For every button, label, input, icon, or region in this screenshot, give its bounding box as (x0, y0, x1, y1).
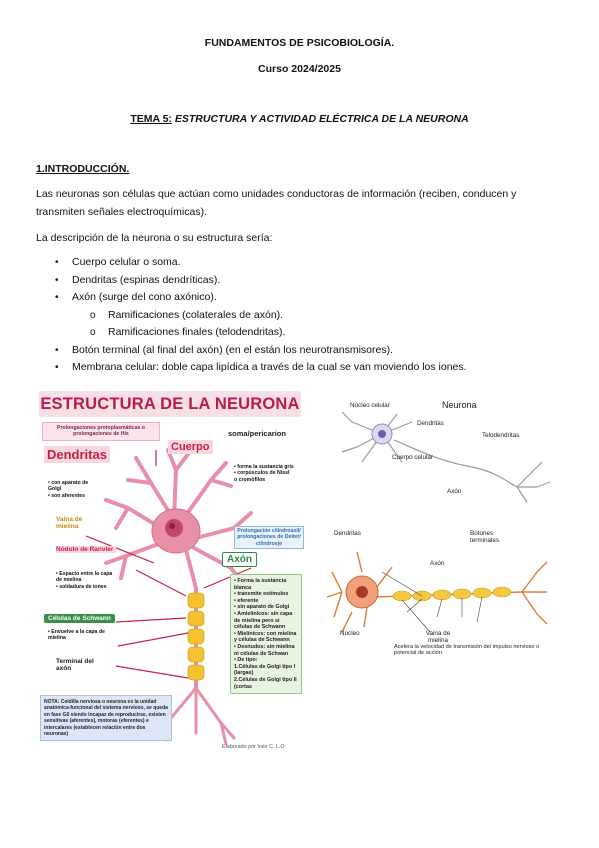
bullet-marker: • (55, 274, 59, 286)
axon-label: Axón (222, 552, 257, 567)
diag1-title: Neurona (442, 400, 477, 410)
infographic-banner: ESTRUCTURA DE LA NEURONA (39, 391, 301, 417)
diag1-nucleo-label: Núcleo celular (350, 402, 390, 409)
structure-paragraph: La descripción de la neurona o su estruc… (36, 232, 273, 244)
note-box: NOTA: Celdilla nerviosa o neurona es la … (40, 695, 172, 742)
cuerpo-label: Cuerpo (168, 440, 213, 454)
terminal-label: Terminal del axón (56, 658, 94, 672)
bullet-marker: • (55, 257, 59, 268)
soma-notes: • forma la sustancia gris • corpúsculos … (234, 464, 294, 483)
nodulo-label: Nódulo de Ranvier (56, 546, 116, 553)
diag1-axon-label: Axón (447, 488, 462, 495)
cylindroaxil-box: Prolongación cilindroaxil/ prolongacione… (234, 526, 304, 550)
diag1-cuerpo-label: Cuerpo celular (392, 454, 433, 461)
section-heading: 1.INTRODUCCIÓN. (36, 163, 130, 175)
bullet-text: Botón terminal (al final del axón) (en e… (72, 343, 393, 356)
topic-heading: TEMA 5: ESTRUCTURA Y ACTIVIDAD ELÉCTRICA… (0, 113, 599, 125)
course-year: Curso 2024/2025 (258, 63, 341, 75)
topic-prefix: TEMA 5: (130, 113, 172, 125)
topic-title: ESTRUCTURA Y ACTIVIDAD ELÉCTRICA DE LA N… (171, 113, 469, 125)
diag1-telodendritas-label: Telodendritas (482, 432, 520, 439)
bullet-text: Cuerpo celular o soma. (72, 256, 181, 268)
diag2-axon-label: Axón (430, 560, 445, 567)
bullet-text: Ramificaciones finales (telodendritas). (108, 326, 286, 338)
dendritas-notes: • con aparato de Golgi • son aferentes (48, 480, 89, 499)
bullet-marker: o (90, 309, 96, 321)
dendritas-label: Dendritas (44, 446, 110, 463)
axon-notes: • Forma la sustancia blanca • transmite … (230, 574, 302, 695)
bullet-text: Ramificaciones (colaterales de axón). (108, 308, 284, 321)
diag1-dendritas-label: Dendritas (417, 420, 444, 427)
schwann-notes: • Envuelve a la capa de mielina (48, 629, 105, 642)
diag2-nucleo-label: Núcleo (340, 630, 360, 637)
credit-text: Elaborado por Inés C. L.O. (222, 744, 287, 750)
bullet-marker: • (55, 362, 59, 373)
nodulo-notes: • Espacio entre la capa de mielina • sol… (56, 571, 113, 590)
bullet-marker: • (55, 344, 59, 356)
diag2-caption: Acelera la velocidad de transmisión del … (394, 644, 540, 656)
neuron-diagram-drawing (326, 411, 551, 633)
neuron-diagrams: Núcleo celular Neurona Dendritas Teloden… (322, 392, 562, 762)
bullet-marker: o (90, 327, 96, 338)
intro-paragraph: Las neuronas son células que actúan como… (36, 188, 517, 218)
document-title: FUNDAMENTOS DE PSICOBIOLOGÍA. (204, 37, 395, 49)
bullet-text: Dendritas (espinas dendríticas). (72, 273, 221, 286)
neuron-infographic: ESTRUCTURA DE LA NEURONA Prolongaciones … (36, 388, 304, 758)
schwann-label: Células de Schwann (44, 614, 115, 623)
prolongation-box: Prolongaciones protoplasmáticas o prolon… (42, 422, 160, 441)
soma-label: soma/pericarion (228, 429, 286, 438)
bullet-marker: • (55, 292, 59, 303)
diag2-vaina-label: Vaina de mielina (425, 630, 451, 644)
bullet-text: Axón (surge del cono axónico). (72, 291, 217, 303)
diag2-dendritas-label: Dendritas (334, 530, 361, 537)
bullet-text: Membrana celular: doble capa lipídica a … (72, 361, 467, 373)
vaina-label: Vaina de mielina (56, 516, 83, 530)
diag2-botones-label: Botones terminales (470, 530, 500, 544)
